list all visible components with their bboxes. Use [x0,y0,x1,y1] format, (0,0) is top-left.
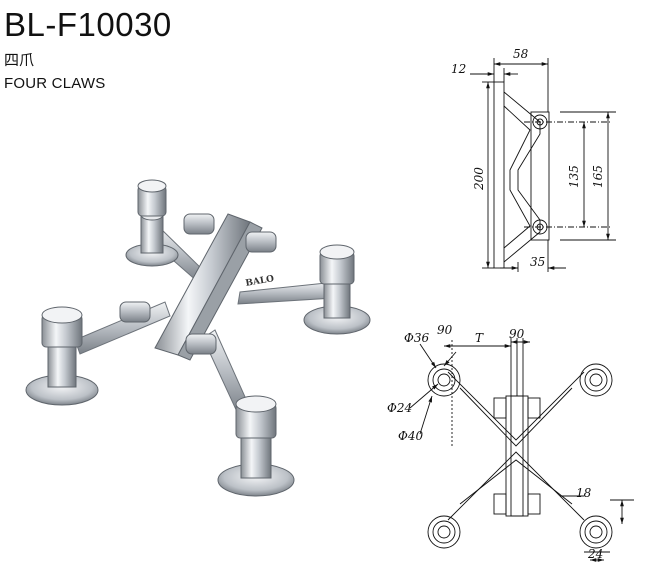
dim-arm-spacing: T [475,331,484,345]
dim-center-width: 90 [509,327,525,341]
dim-inner-diameter: Φ24 [387,401,412,415]
dim-arm-offset: 12 [451,62,466,76]
dim-outer-height: 165 [591,165,605,188]
front-view-labels: Φ36 90 T 90 Φ24 Φ40 18 24 [387,323,603,561]
fitting-right [303,244,371,335]
dim-hole-spacing: 135 [567,165,581,188]
side-view-drawing [470,58,616,272]
product-model: BL-F10030 [4,6,172,43]
fitting-bottom [217,395,295,497]
dim-outer-diameter: Φ36 [404,331,429,345]
product-name-en: FOUR CLAWS [4,75,106,92]
dim-flange-diameter: Φ40 [398,429,423,443]
fitting-left [25,306,99,406]
dim-bottom-width: 35 [530,255,545,269]
dim-arm-width: 18 [576,486,592,500]
fitting-top-left [125,179,179,267]
product-name-cn: 四爪 [4,51,35,69]
dim-bottom: 24 [587,547,603,561]
brand-label: BALO [245,274,275,289]
front-view-drawing [409,338,634,562]
center-body: BALO [119,213,277,361]
dim-top-width: 58 [513,47,529,61]
dim-angle: 90 [437,323,453,337]
product-photo: BALO [25,179,371,497]
side-view-labels: 58 12 200 135 165 35 [451,47,605,269]
dim-total-height: 200 [472,167,486,191]
